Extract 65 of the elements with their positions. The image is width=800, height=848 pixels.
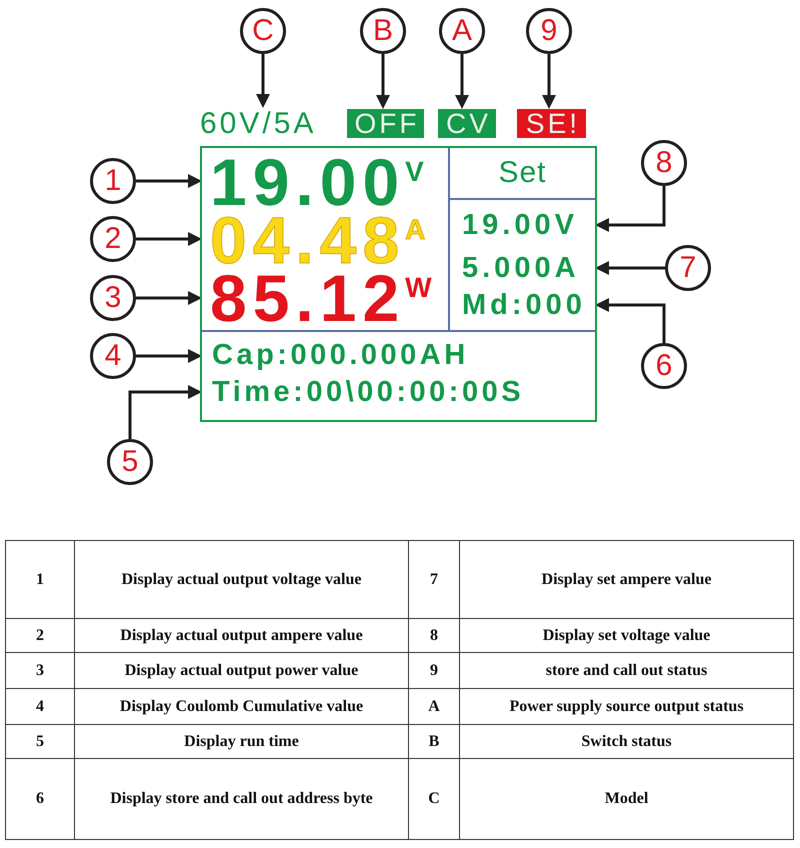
display-screen: [200, 146, 597, 422]
table-cell: 2: [6, 618, 74, 652]
callout-number: 6: [641, 343, 687, 389]
table-cell: B: [408, 724, 460, 758]
table-cell: 8: [408, 618, 460, 652]
table-cell: store and call out status: [460, 652, 794, 688]
callout-number: 1: [90, 158, 136, 204]
leader-arrow: [136, 232, 202, 246]
unit-label: A: [405, 216, 426, 244]
leader-arrow: [595, 186, 666, 232]
callout-number: A: [439, 8, 485, 54]
leader-arrow: [595, 298, 666, 343]
table-cell: Display set voltage value: [460, 618, 794, 652]
table-cell: 7: [408, 540, 460, 618]
table-cell: Display actual output power value: [74, 652, 408, 688]
reading-value: 04.48: [210, 212, 406, 268]
status-indicator: CV: [438, 109, 496, 138]
set-value-text: 5.000A: [462, 252, 580, 284]
set-value-text: 19.00V: [462, 209, 578, 241]
leader-arrow: [595, 261, 665, 275]
table-cell: 9: [408, 652, 460, 688]
set-heading: Set: [498, 157, 547, 189]
unit-label: V: [405, 158, 424, 186]
table-cell: A: [408, 688, 460, 724]
table-cell: Display set ampere value: [460, 540, 794, 618]
table-cell: Power supply source output status: [460, 688, 794, 724]
table-cell: C: [408, 758, 460, 840]
callout-number: B: [360, 8, 406, 54]
leader-arrow: [136, 291, 202, 305]
callout-number: 7: [665, 245, 711, 291]
leader-arrow: [542, 54, 556, 109]
table-cell: Model: [460, 758, 794, 840]
time-readout: Time:00\00:00:00S: [212, 376, 524, 408]
table-cell: Display run time: [74, 724, 408, 758]
leader-arrow: [136, 174, 202, 188]
table-cell: Display actual output voltage value: [74, 540, 408, 618]
callout-number: C: [240, 8, 286, 54]
table-cell: 1: [6, 540, 74, 618]
table-cell: 3: [6, 652, 74, 688]
unit-label: W: [405, 274, 432, 302]
callout-number: 2: [90, 216, 136, 262]
table-cell: Switch status: [460, 724, 794, 758]
leader-arrow: [256, 54, 270, 108]
leader-arrow: [376, 54, 390, 109]
reading-value: 85.12: [210, 270, 406, 326]
callout-number: 4: [90, 333, 136, 379]
set-value-text: Md:000: [462, 289, 586, 321]
callout-number: 3: [90, 275, 136, 321]
callout-number: 5: [107, 439, 153, 485]
table-cell: 6: [6, 758, 74, 840]
status-indicator: SE!: [517, 109, 586, 138]
table-cell: Display Coulomb Cumulative value: [74, 688, 408, 724]
capacity-readout: Cap:000.000AH: [212, 339, 469, 371]
rating-text: 60V/5A: [200, 108, 316, 140]
table-cell: Display store and call out address byte: [74, 758, 408, 840]
table-cell: 4: [6, 688, 74, 724]
status-indicator: OFF: [347, 109, 424, 138]
reading-value: 19.00: [210, 154, 406, 210]
callout-number: 9: [526, 8, 572, 54]
callout-number: 8: [641, 140, 687, 186]
leader-arrow: [136, 349, 202, 363]
leader-arrow: [455, 54, 469, 109]
table-cell: 5: [6, 724, 74, 758]
leader-arrow: [128, 385, 202, 439]
table-cell: Display actual output ampere value: [74, 618, 408, 652]
